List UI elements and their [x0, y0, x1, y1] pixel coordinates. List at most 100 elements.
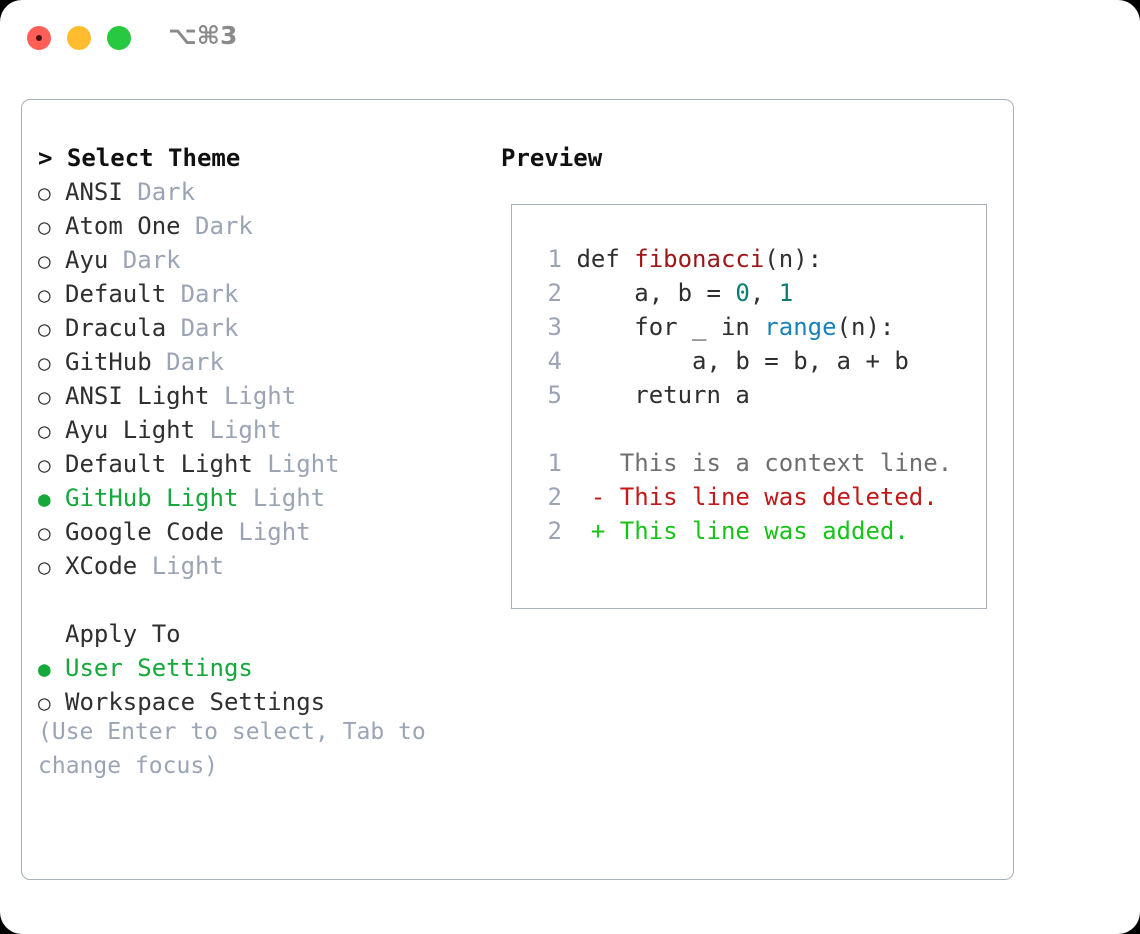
- diff-line-add: 2 + This line was added.: [538, 514, 978, 548]
- radio-unselected-icon: ○: [38, 555, 51, 579]
- code-line: 4 a, b = b, a + b: [538, 344, 978, 378]
- diff-line-ctx: 1 This is a context line.: [538, 446, 978, 480]
- theme-option-kind: Light: [151, 552, 224, 580]
- theme-option-label: XCode: [65, 552, 152, 580]
- radio-unselected-icon: ○: [38, 351, 51, 375]
- code-line-number: 5: [547, 381, 562, 409]
- code-token-plain: for _ in: [576, 313, 765, 341]
- theme-option-default[interactable]: ○ Default Dark: [38, 277, 478, 311]
- theme-option-kind: Light: [223, 382, 297, 410]
- apply-to-option-label: Workspace Settings: [65, 688, 326, 716]
- diff-line-del: 2 - This line was deleted.: [538, 480, 978, 514]
- preview-header: Preview: [501, 144, 603, 172]
- diff-marker: +: [562, 517, 606, 545]
- code-token-plain: a, b =: [576, 279, 736, 307]
- theme-option-ansi[interactable]: ○ANSI Dark: [38, 175, 478, 209]
- theme-option-ayu[interactable]: ○ Ayu Dark: [38, 243, 478, 277]
- theme-option-label: Dracula: [65, 314, 181, 342]
- minimize-window-icon[interactable]: [67, 26, 91, 50]
- code-line-number: 4: [547, 347, 562, 375]
- theme-option-dracula[interactable]: ○Dracula Dark: [38, 311, 478, 345]
- theme-option-list: ○ANSI Dark○Atom One Dark○Ayu Dark○Defaul…: [38, 175, 478, 583]
- diff-line-number: 2: [547, 517, 562, 545]
- theme-option-atom-one[interactable]: ○ Atom One Dark: [38, 209, 478, 243]
- apply-to-option-user-settings[interactable]: ●User Settings: [38, 651, 478, 685]
- code-line-number: 2: [547, 279, 562, 307]
- code-token-plain: a, b = b, a + b: [576, 347, 909, 375]
- theme-option-label: Ayu: [65, 246, 123, 274]
- theme-option-xcode[interactable]: ○ XCode Light: [38, 549, 478, 583]
- code-token-plain: ,: [749, 279, 779, 307]
- code-token-plain: (n):: [836, 313, 895, 341]
- keyboard-hint-text: (Use Enter to select, Tab to change focu…: [38, 719, 440, 779]
- theme-option-kind: Light: [267, 450, 340, 478]
- theme-picker-column: > Select Theme ○ANSI Dark○Atom One Dark○…: [38, 141, 478, 719]
- radio-unselected-icon: ○: [38, 691, 51, 715]
- theme-option-label: Default Light: [65, 450, 268, 478]
- theme-option-kind: Dark: [137, 178, 196, 206]
- code-line-number: 3: [547, 313, 562, 341]
- theme-option-ansi-light[interactable]: ○ANSI Light Light: [38, 379, 478, 413]
- settings-panel: > Select Theme ○ANSI Dark○Atom One Dark○…: [21, 99, 1014, 880]
- code-gutter-gap: [562, 245, 576, 273]
- theme-option-label: GitHub: [65, 348, 167, 376]
- theme-option-kind: Dark: [195, 212, 253, 240]
- radio-unselected-icon: ○: [38, 385, 51, 409]
- theme-option-ayu-light[interactable]: ○ Ayu Light Light: [38, 413, 478, 447]
- apply-to-option-list: ●User Settings ○ Workspace Settings: [38, 651, 478, 719]
- apply-to-option-workspace-settings[interactable]: ○ Workspace Settings: [38, 685, 478, 719]
- maximize-window-icon[interactable]: [107, 26, 131, 50]
- radio-unselected-icon: ○: [38, 317, 51, 341]
- radio-unselected-icon: ○: [38, 283, 51, 307]
- diff-line-text: This line was deleted.: [605, 483, 938, 511]
- theme-option-label: Ayu Light: [65, 416, 210, 444]
- diff-sample-lines: 1 This is a context line.2 - This line w…: [538, 446, 978, 548]
- diff-line-text: This is a context line.: [605, 449, 953, 477]
- theme-option-label: GitHub Light: [65, 484, 253, 512]
- radio-unselected-icon: ○: [38, 249, 51, 273]
- radio-unselected-icon: ○: [38, 521, 51, 545]
- code-token-plain: def: [576, 245, 635, 273]
- theme-option-kind: Light: [252, 484, 326, 512]
- code-token-num: 1: [778, 279, 794, 307]
- code-token-fn: fibonacci: [634, 245, 765, 273]
- theme-option-kind: Dark: [122, 246, 181, 274]
- radio-selected-icon: ●: [38, 487, 51, 511]
- code-gutter-gap: [562, 381, 576, 409]
- theme-option-default-light[interactable]: ○ Default Light Light: [38, 447, 478, 481]
- theme-option-kind: Dark: [166, 348, 224, 376]
- code-token-num: 0: [735, 279, 750, 307]
- radio-unselected-icon: ○: [38, 215, 51, 239]
- theme-option-kind: Dark: [180, 280, 239, 308]
- code-token-plain: return a: [576, 381, 750, 409]
- radio-selected-icon: ●: [38, 657, 51, 681]
- theme-option-kind: Light: [238, 518, 311, 546]
- code-line: 3 for _ in range(n):: [538, 310, 978, 344]
- radio-unselected-icon: ○: [38, 419, 51, 443]
- apply-to-header: Apply To: [65, 620, 181, 648]
- code-token-builtin: range: [764, 313, 837, 341]
- theme-picker-header: > Select Theme: [38, 144, 241, 172]
- close-window-icon-core: [36, 35, 42, 41]
- diff-line-text: This line was added.: [605, 517, 909, 545]
- theme-option-label: Default: [65, 280, 181, 308]
- code-line: 5 return a: [538, 378, 978, 412]
- theme-option-kind: Light: [209, 416, 282, 444]
- radio-unselected-icon: ○: [38, 453, 51, 477]
- code-line: 1 def fibonacci(n):: [538, 242, 978, 276]
- code-line: 2 a, b = 0, 1: [538, 276, 978, 310]
- diff-line-number: 2: [547, 483, 562, 511]
- theme-option-github[interactable]: ○ GitHub Dark: [38, 345, 478, 379]
- code-line-number: 1: [547, 245, 562, 273]
- theme-option-label: Atom One: [65, 212, 196, 240]
- keyboard-shortcut-label: ⌥⌘3: [168, 21, 238, 50]
- code-gutter-gap: [562, 347, 576, 375]
- theme-option-label: Google Code: [65, 518, 239, 546]
- theme-option-label: ANSI: [65, 178, 138, 206]
- theme-option-google-code[interactable]: ○ Google Code Light: [38, 515, 478, 549]
- theme-option-github-light[interactable]: ● GitHub Light Light: [38, 481, 478, 515]
